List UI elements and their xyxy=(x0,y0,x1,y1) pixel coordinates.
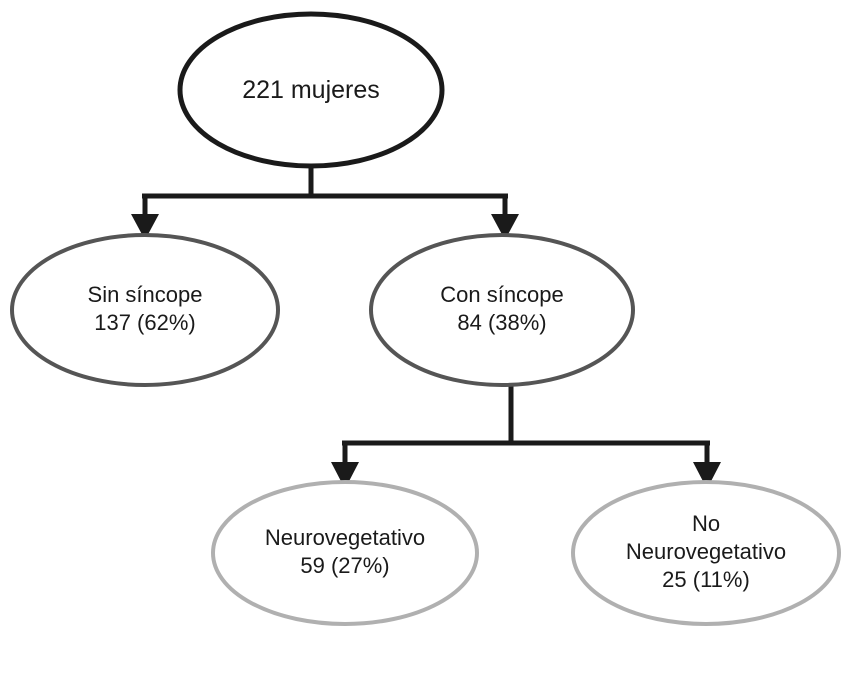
arrowhead-left xyxy=(331,462,359,489)
node-shape-with-syncope[interactable] xyxy=(369,233,635,387)
node-shape-neurovegetative[interactable] xyxy=(211,480,479,626)
node-shape-total-cohort[interactable] xyxy=(177,11,445,169)
arrowhead-right xyxy=(693,462,721,489)
arrowhead-right xyxy=(491,214,519,240)
connector-root-split xyxy=(131,166,519,240)
connector-syncope-split xyxy=(331,385,721,489)
arrowhead-left xyxy=(131,214,159,240)
node-shape-non-neurovegetative[interactable] xyxy=(571,480,841,626)
node-shape-without-syncope[interactable] xyxy=(10,233,280,387)
